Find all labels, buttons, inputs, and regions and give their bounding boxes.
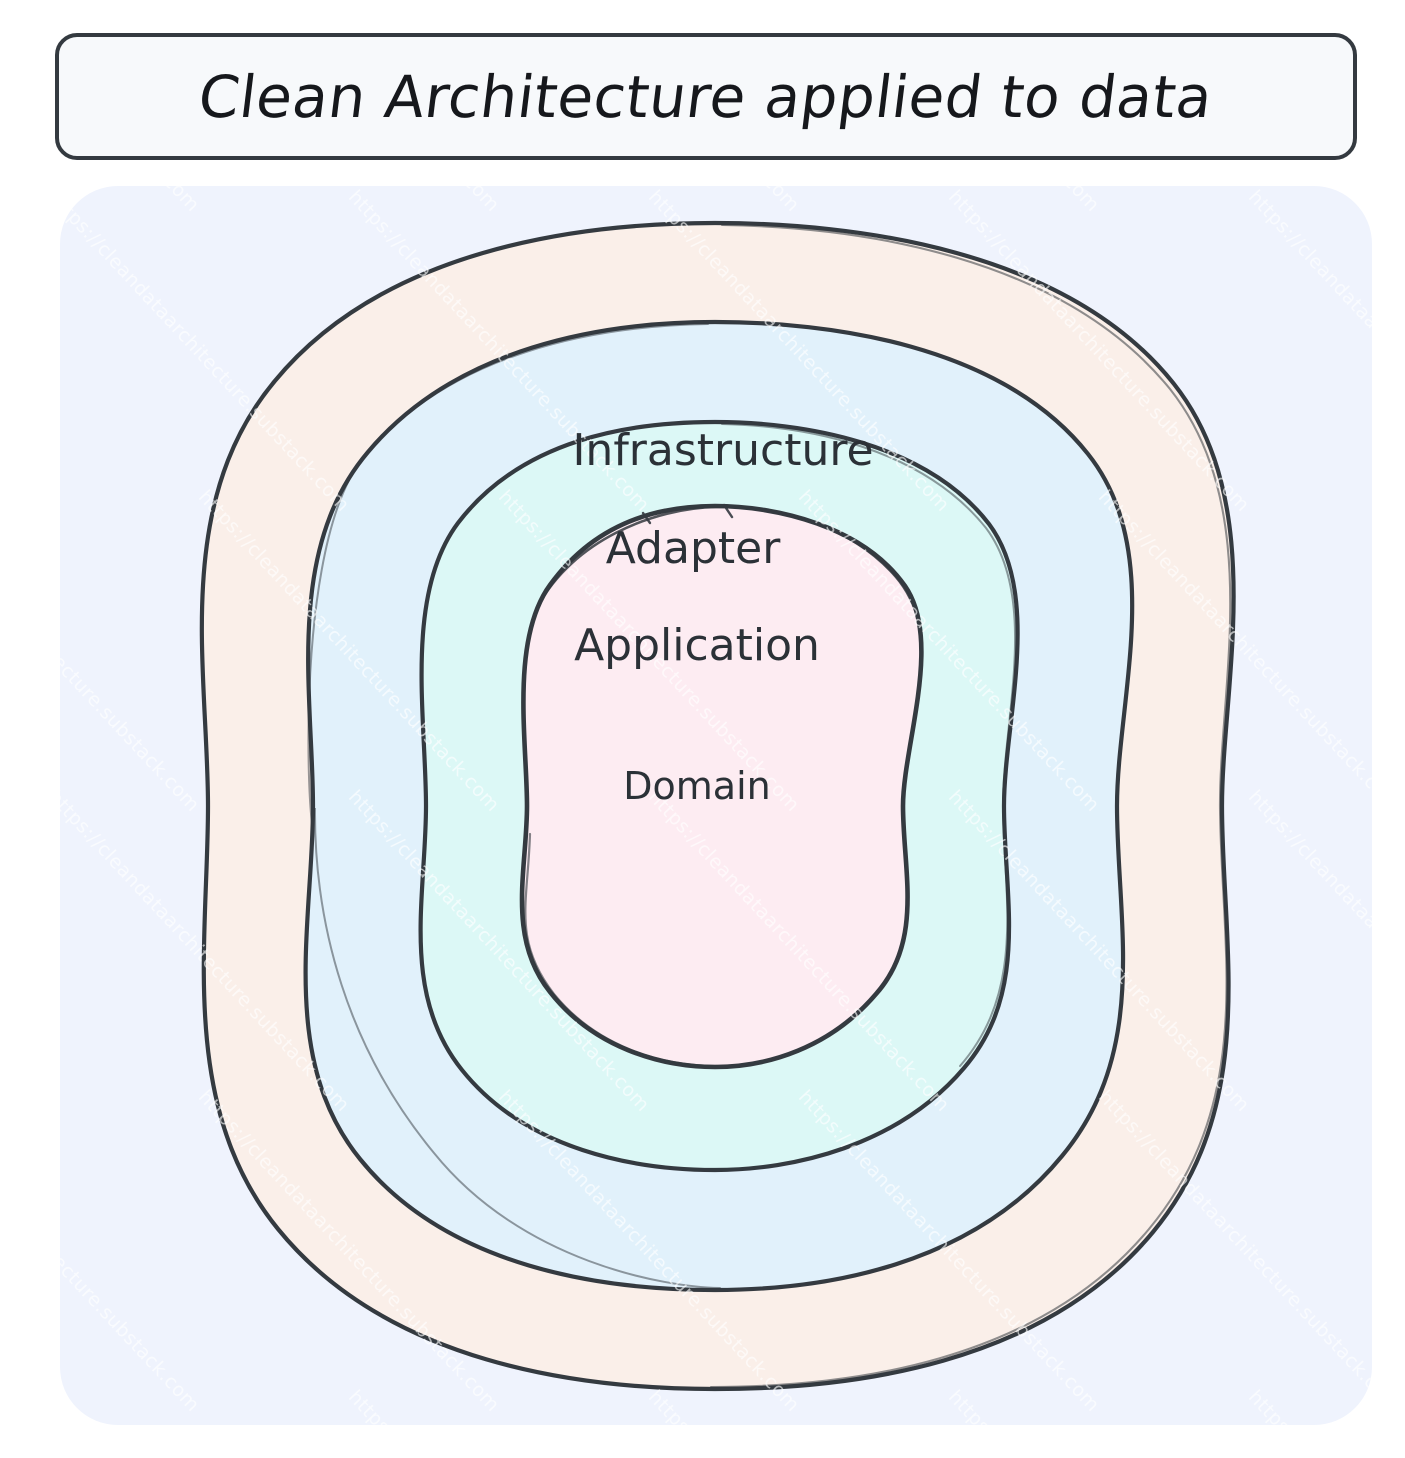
ring-label-adapter: Adapter <box>605 523 781 574</box>
infrastructure-ellipse-sketch-stroke <box>709 223 1232 1389</box>
adapter-ellipse-sketch-stroke <box>307 323 721 1289</box>
domain-ellipse-sketch-stroke-bottom <box>524 832 719 1068</box>
concentric-rings-diagram <box>199 220 1236 1392</box>
diagram-panel: https://cleandataarchitecture.substack.c… <box>60 186 1372 1425</box>
layer-domain <box>519 503 924 1070</box>
application-ellipse-sketch-stroke <box>721 423 1016 1067</box>
ring-label-domain: Domain <box>623 764 771 808</box>
domain-ellipse-sketch-tick-left <box>641 511 652 525</box>
domain-ellipse-sketch-tick-right <box>722 503 734 519</box>
domain-ellipse-sketch-stroke <box>536 505 921 625</box>
ring-label-infrastructure: Infrastructure <box>572 425 874 476</box>
page-title: Clean Architecture applied to data <box>195 62 1217 131</box>
ring-label-application: Application <box>574 620 820 671</box>
title-frame: Clean Architecture applied to data <box>55 33 1357 160</box>
